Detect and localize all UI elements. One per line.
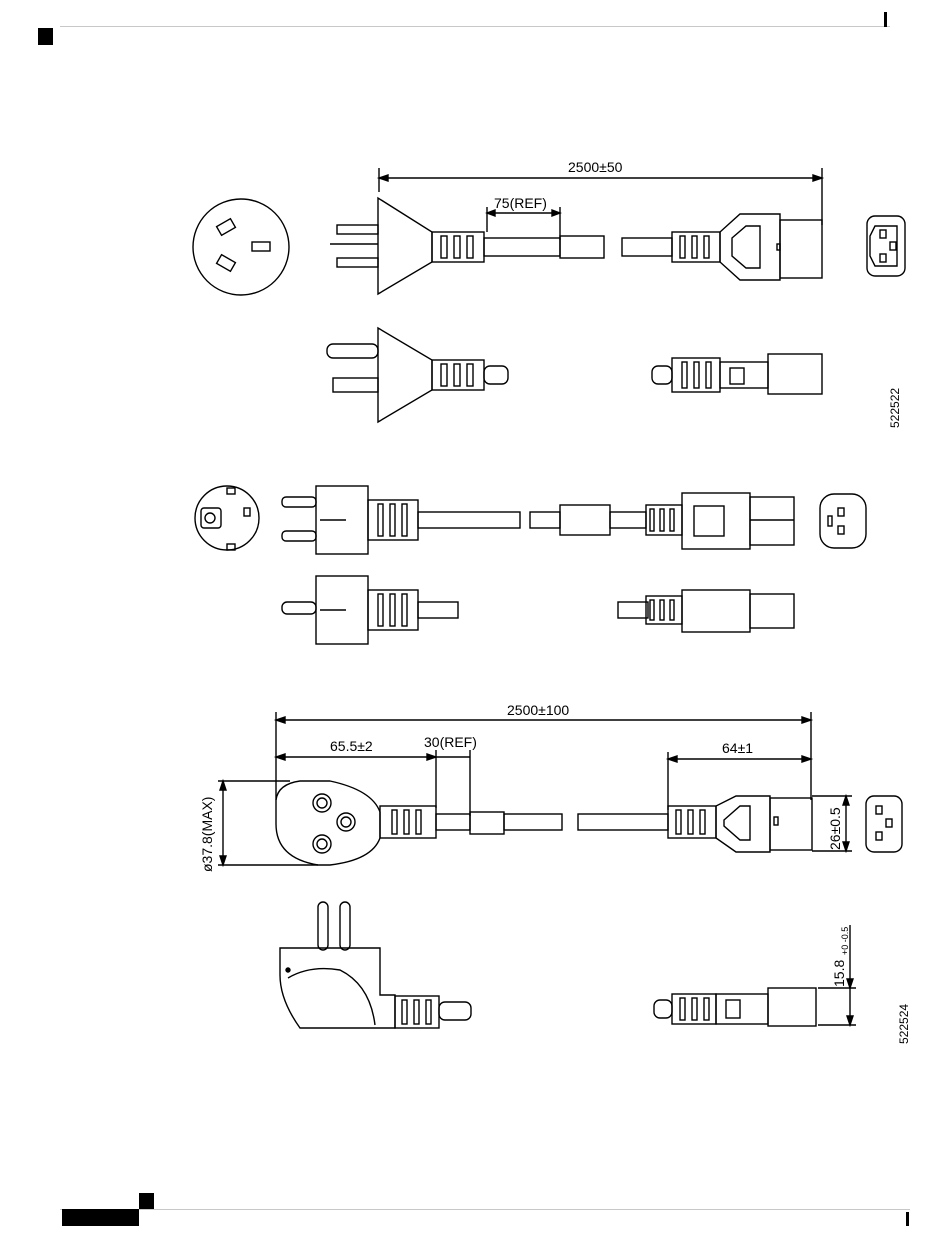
fig3-overall-length-label: 2500±100 (507, 702, 569, 718)
fig3-connector-length-label: 64±1 (722, 740, 753, 756)
fig3-connector-height-tolerance: +0 -0.5 (840, 927, 850, 955)
fig3-ref-label: 30(REF) (424, 734, 477, 750)
fig3-figure-number: 522524 (897, 1004, 911, 1044)
fig3-plug-length-label: 65.5±2 (330, 738, 373, 754)
fig3-connector-width-label: 26±0.5 (827, 807, 843, 850)
fig3-diameter-label: ø37.8(MAX) (199, 797, 215, 872)
fig3-connector-height-label: 15.8 (831, 960, 847, 987)
